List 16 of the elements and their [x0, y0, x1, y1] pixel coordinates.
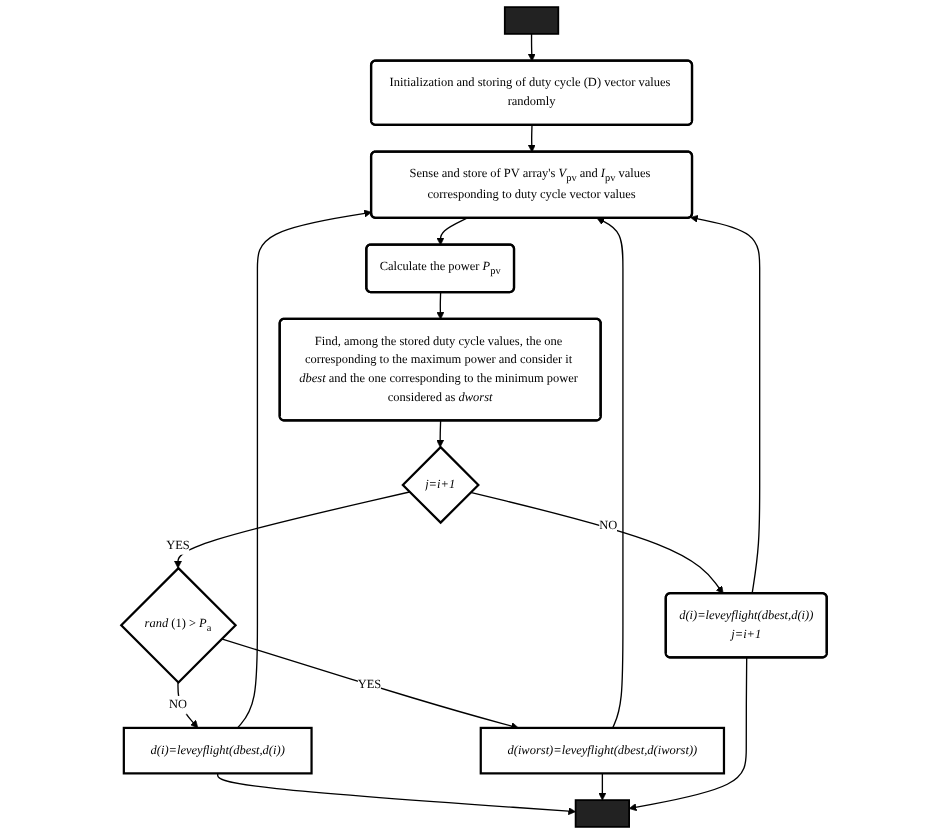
arrow — [527, 124, 536, 153]
arrow — [527, 33, 536, 62]
arrow — [690, 214, 761, 595]
arrow — [598, 772, 607, 801]
arrow — [220, 638, 519, 730]
node-box — [574, 799, 630, 828]
arrow — [174, 491, 411, 569]
arrow — [469, 491, 724, 594]
arrow — [436, 291, 445, 320]
arrow — [436, 420, 445, 448]
arrow — [628, 657, 748, 812]
arrow — [217, 772, 576, 816]
arrow — [596, 217, 624, 729]
node-box — [503, 6, 560, 35]
arrow — [436, 217, 468, 246]
arrow — [236, 209, 372, 729]
